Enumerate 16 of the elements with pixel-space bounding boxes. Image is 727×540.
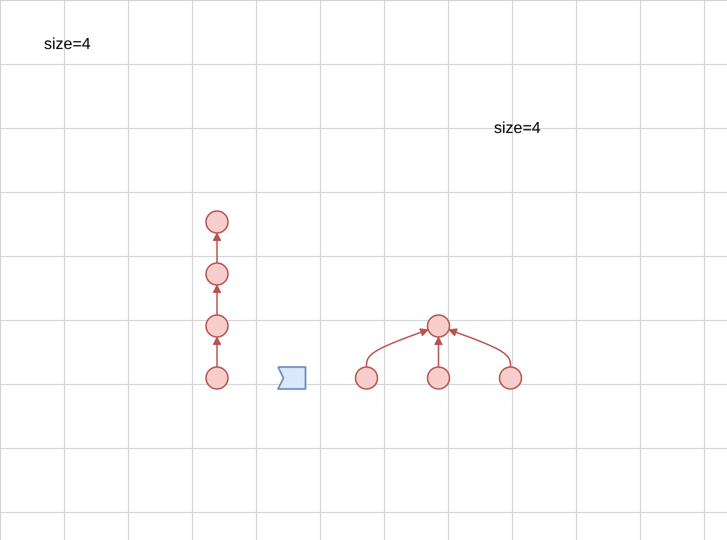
node-circle: [426, 314, 450, 338]
arrow: [212, 284, 222, 315]
node-circle: [205, 366, 228, 390]
arrow: [366, 328, 428, 367]
arrow: [448, 328, 511, 367]
arrow: [212, 232, 222, 263]
size-label: size=4: [494, 120, 541, 138]
node-circle: [205, 314, 228, 338]
arrow: [212, 336, 222, 367]
node-circle: [498, 366, 522, 390]
size-label: size=4: [44, 36, 91, 54]
node-circle: [426, 366, 450, 390]
node-circle: [205, 262, 228, 286]
arrow: [434, 336, 443, 367]
node-circle: [354, 366, 378, 390]
node-circle: [205, 210, 228, 234]
